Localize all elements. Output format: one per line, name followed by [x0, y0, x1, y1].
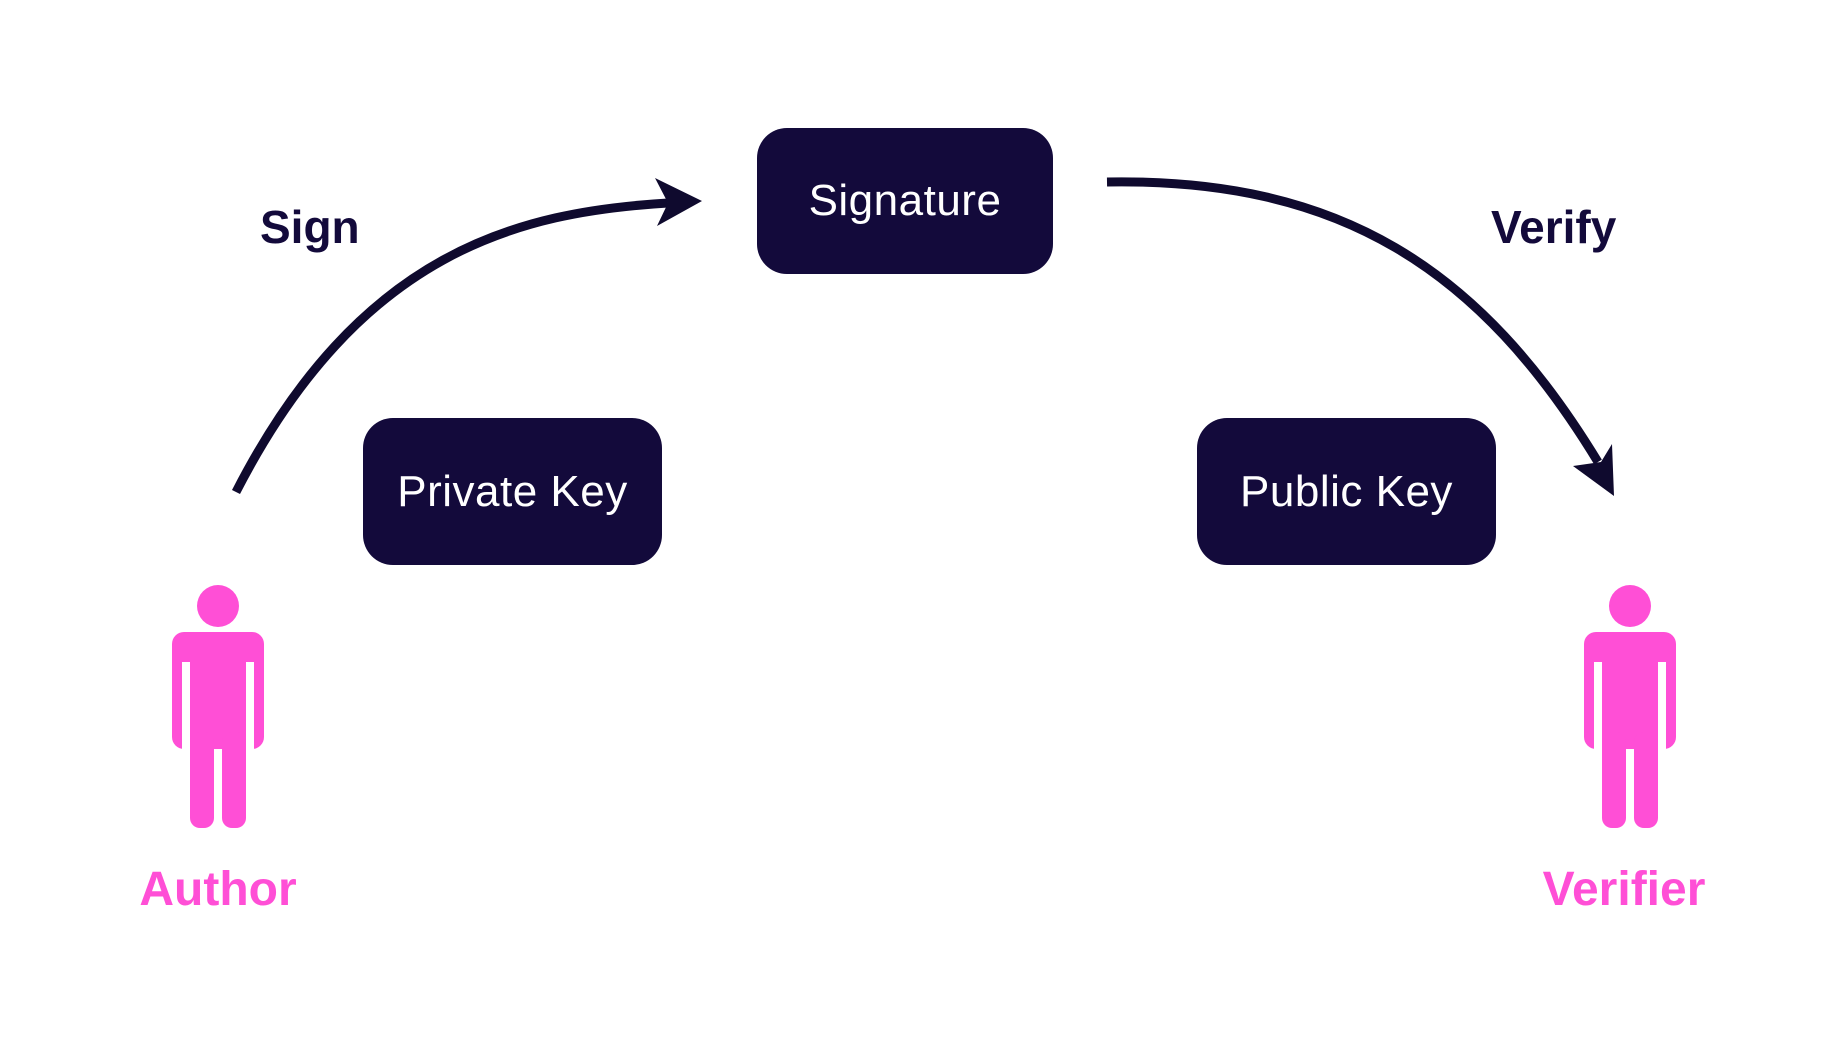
public-key-label: Public Key: [1240, 466, 1453, 516]
sign-arrow-line: [231, 198, 669, 495]
signature-box: Signature: [757, 128, 1053, 274]
author-label: Author: [139, 863, 297, 916]
sign-arrow: [231, 178, 702, 495]
verifier-person-icon: [1584, 585, 1676, 830]
verifier-label: Verifier: [1542, 863, 1706, 916]
sign-label: Sign: [260, 201, 360, 253]
private-key-label: Private Key: [397, 466, 628, 516]
verify-label: Verify: [1491, 201, 1617, 253]
author-person-icon: [172, 585, 264, 830]
sign-arrowhead-icon: [655, 178, 702, 226]
verify-arrowhead-icon: [1573, 444, 1614, 496]
public-key-box: Public Key: [1197, 418, 1496, 565]
private-key-box: Private Key: [363, 418, 662, 565]
signature-label: Signature: [808, 176, 1002, 225]
verify-arrow: [1106, 177, 1614, 496]
verify-arrow-line: [1106, 177, 1602, 465]
